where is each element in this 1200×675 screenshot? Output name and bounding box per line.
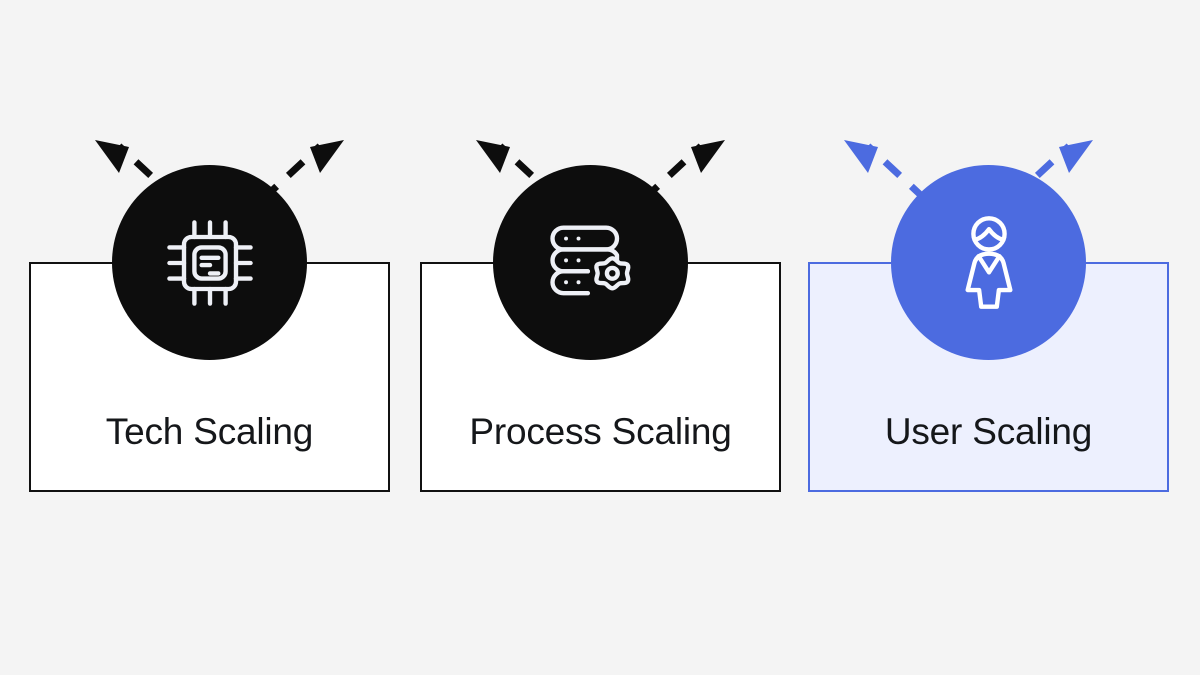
panel-label-user: User Scaling: [884, 411, 1093, 452]
panel-label-process: Process Scaling: [469, 411, 732, 452]
panel-tech-scaling[interactable]: Tech Scaling: [29, 0, 429, 675]
cpu-chip-icon: [166, 219, 253, 306]
panel-process-scaling[interactable]: Process Scaling: [420, 0, 820, 675]
icon-bubble-tech[interactable]: [112, 165, 307, 360]
arrow-head-top-right: [691, 140, 725, 173]
arrow-head-top-right: [310, 140, 344, 173]
arrow-line-top-left: [865, 143, 929, 203]
icon-bubble-process[interactable]: [493, 165, 688, 360]
person-icon: [964, 215, 1013, 309]
panel-user-scaling[interactable]: User Scaling: [808, 0, 1200, 675]
arrow-head-top-left: [476, 140, 510, 173]
arrow-head-top-left: [844, 140, 878, 173]
arrow-head-top-left: [95, 140, 129, 173]
server-gear-icon: [549, 224, 630, 295]
arrow-head-top-right: [1059, 140, 1093, 173]
icon-bubble-user[interactable]: [891, 165, 1086, 360]
panel-label-tech: Tech Scaling: [105, 411, 314, 452]
